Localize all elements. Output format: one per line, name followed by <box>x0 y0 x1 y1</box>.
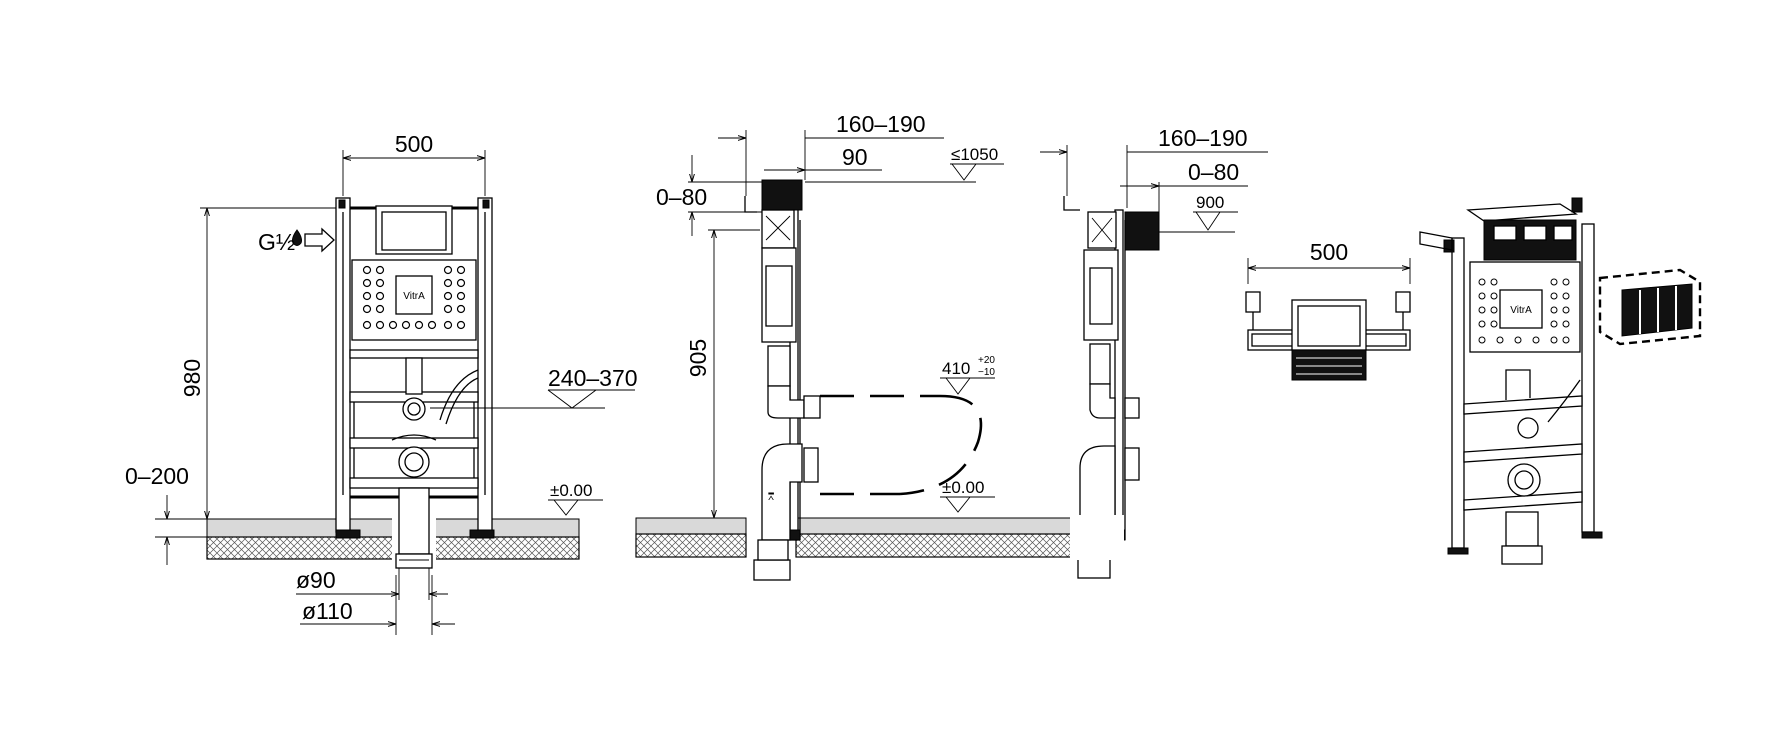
dim-side-left-height-label: 905 <box>685 339 711 377</box>
dim-side-left-bowl: 410 +20 −10 <box>940 355 995 395</box>
floor-level-side-left-label: ±0.00 <box>942 478 984 497</box>
dim-side-right-height: 900 <box>1159 193 1238 233</box>
dim-side-left-depth-label: 160–190 <box>836 111 926 137</box>
dim-top-width: 500 <box>1247 239 1411 284</box>
svg-text:⩞: ⩞ <box>768 492 774 503</box>
dim-side-left-fixed-label: 90 <box>842 144 868 170</box>
front-view: VitrA <box>125 131 638 635</box>
floor-slab-side <box>635 517 1075 558</box>
dim-side-left-depth: 160–190 <box>718 111 944 196</box>
dim-side-left-maxheight: ≤1050 <box>805 145 1004 183</box>
side-view-right: 160–190 0–80 900 <box>1040 125 1268 579</box>
dim-side-right-height-label: 900 <box>1196 193 1224 212</box>
dim-side-right-walladjust: 0–80 <box>1120 159 1248 212</box>
brand-logo-iso: VitrA <box>1510 305 1532 316</box>
frame-uprights <box>335 197 495 539</box>
iso-dashed-box <box>1598 268 1702 346</box>
dim-side-right-depth-label: 160–190 <box>1158 125 1248 151</box>
dim-side-right-walladjust-label: 0–80 <box>1188 159 1239 185</box>
dim-side-left-bowl-tol-minus: −10 <box>978 367 995 378</box>
dim-front-width-label: 500 <box>395 131 433 157</box>
dim-side-left-height: 905 <box>685 229 760 518</box>
dim-pipe-diameters: ø90 ø110 <box>296 567 455 635</box>
cistern-side-left <box>761 179 803 343</box>
dim-side-left-walladjust: 0–80 <box>656 155 762 236</box>
dim-pipe-small-label: ø90 <box>296 567 336 593</box>
bowl-outline-left <box>820 394 983 496</box>
dim-front-range-label: 240–370 <box>548 365 638 391</box>
dim-side-left-maxheight-label: ≤1050 <box>951 145 998 164</box>
dim-front-range: 240–370 <box>430 365 638 409</box>
floor-level-side-left: ±0.00 <box>940 478 995 513</box>
water-connection-label: G½ <box>258 229 295 255</box>
dim-side-left-bowl-label: 410 <box>942 359 970 378</box>
isometric-view: VitrA <box>1419 197 1702 565</box>
pipes-side-left: ⩞ <box>753 345 821 581</box>
dim-side-right-depth: 160–190 <box>1040 125 1268 208</box>
floor-slab-side-right <box>1070 515 1124 560</box>
cistern-dot-grid <box>362 265 466 330</box>
iso-dot-grid <box>1478 278 1570 344</box>
top-view: 500 <box>1245 239 1411 381</box>
water-inlet: G½ <box>258 227 335 255</box>
floor-level-front: ±0.00 <box>548 481 603 516</box>
dim-side-left-fixed: 90 <box>764 144 882 170</box>
floor-level-front-label: ±0.00 <box>550 481 592 500</box>
pipes-front <box>391 357 479 569</box>
cistern-front: VitrA <box>351 205 477 341</box>
dim-front-height: 980 <box>179 207 336 519</box>
side-view-left: ⩞ 160–190 90 ≤1050 <box>635 111 1075 581</box>
dim-top-width-label: 500 <box>1310 239 1348 265</box>
dim-front-adjust: 0–200 <box>125 463 207 565</box>
cistern-side-right <box>1083 211 1160 341</box>
dim-front-height-label: 980 <box>179 359 205 397</box>
brand-logo-front: VitrA <box>403 291 425 302</box>
dim-front-adjust-label: 0–200 <box>125 463 189 489</box>
dim-side-left-walladjust-label: 0–80 <box>656 184 707 210</box>
dim-side-left-bowl-tol-plus: +20 <box>978 355 995 366</box>
floor-slab-front <box>206 515 580 565</box>
dim-front-width: 500 <box>342 131 486 196</box>
dim-pipe-large-label: ø110 <box>302 598 353 624</box>
